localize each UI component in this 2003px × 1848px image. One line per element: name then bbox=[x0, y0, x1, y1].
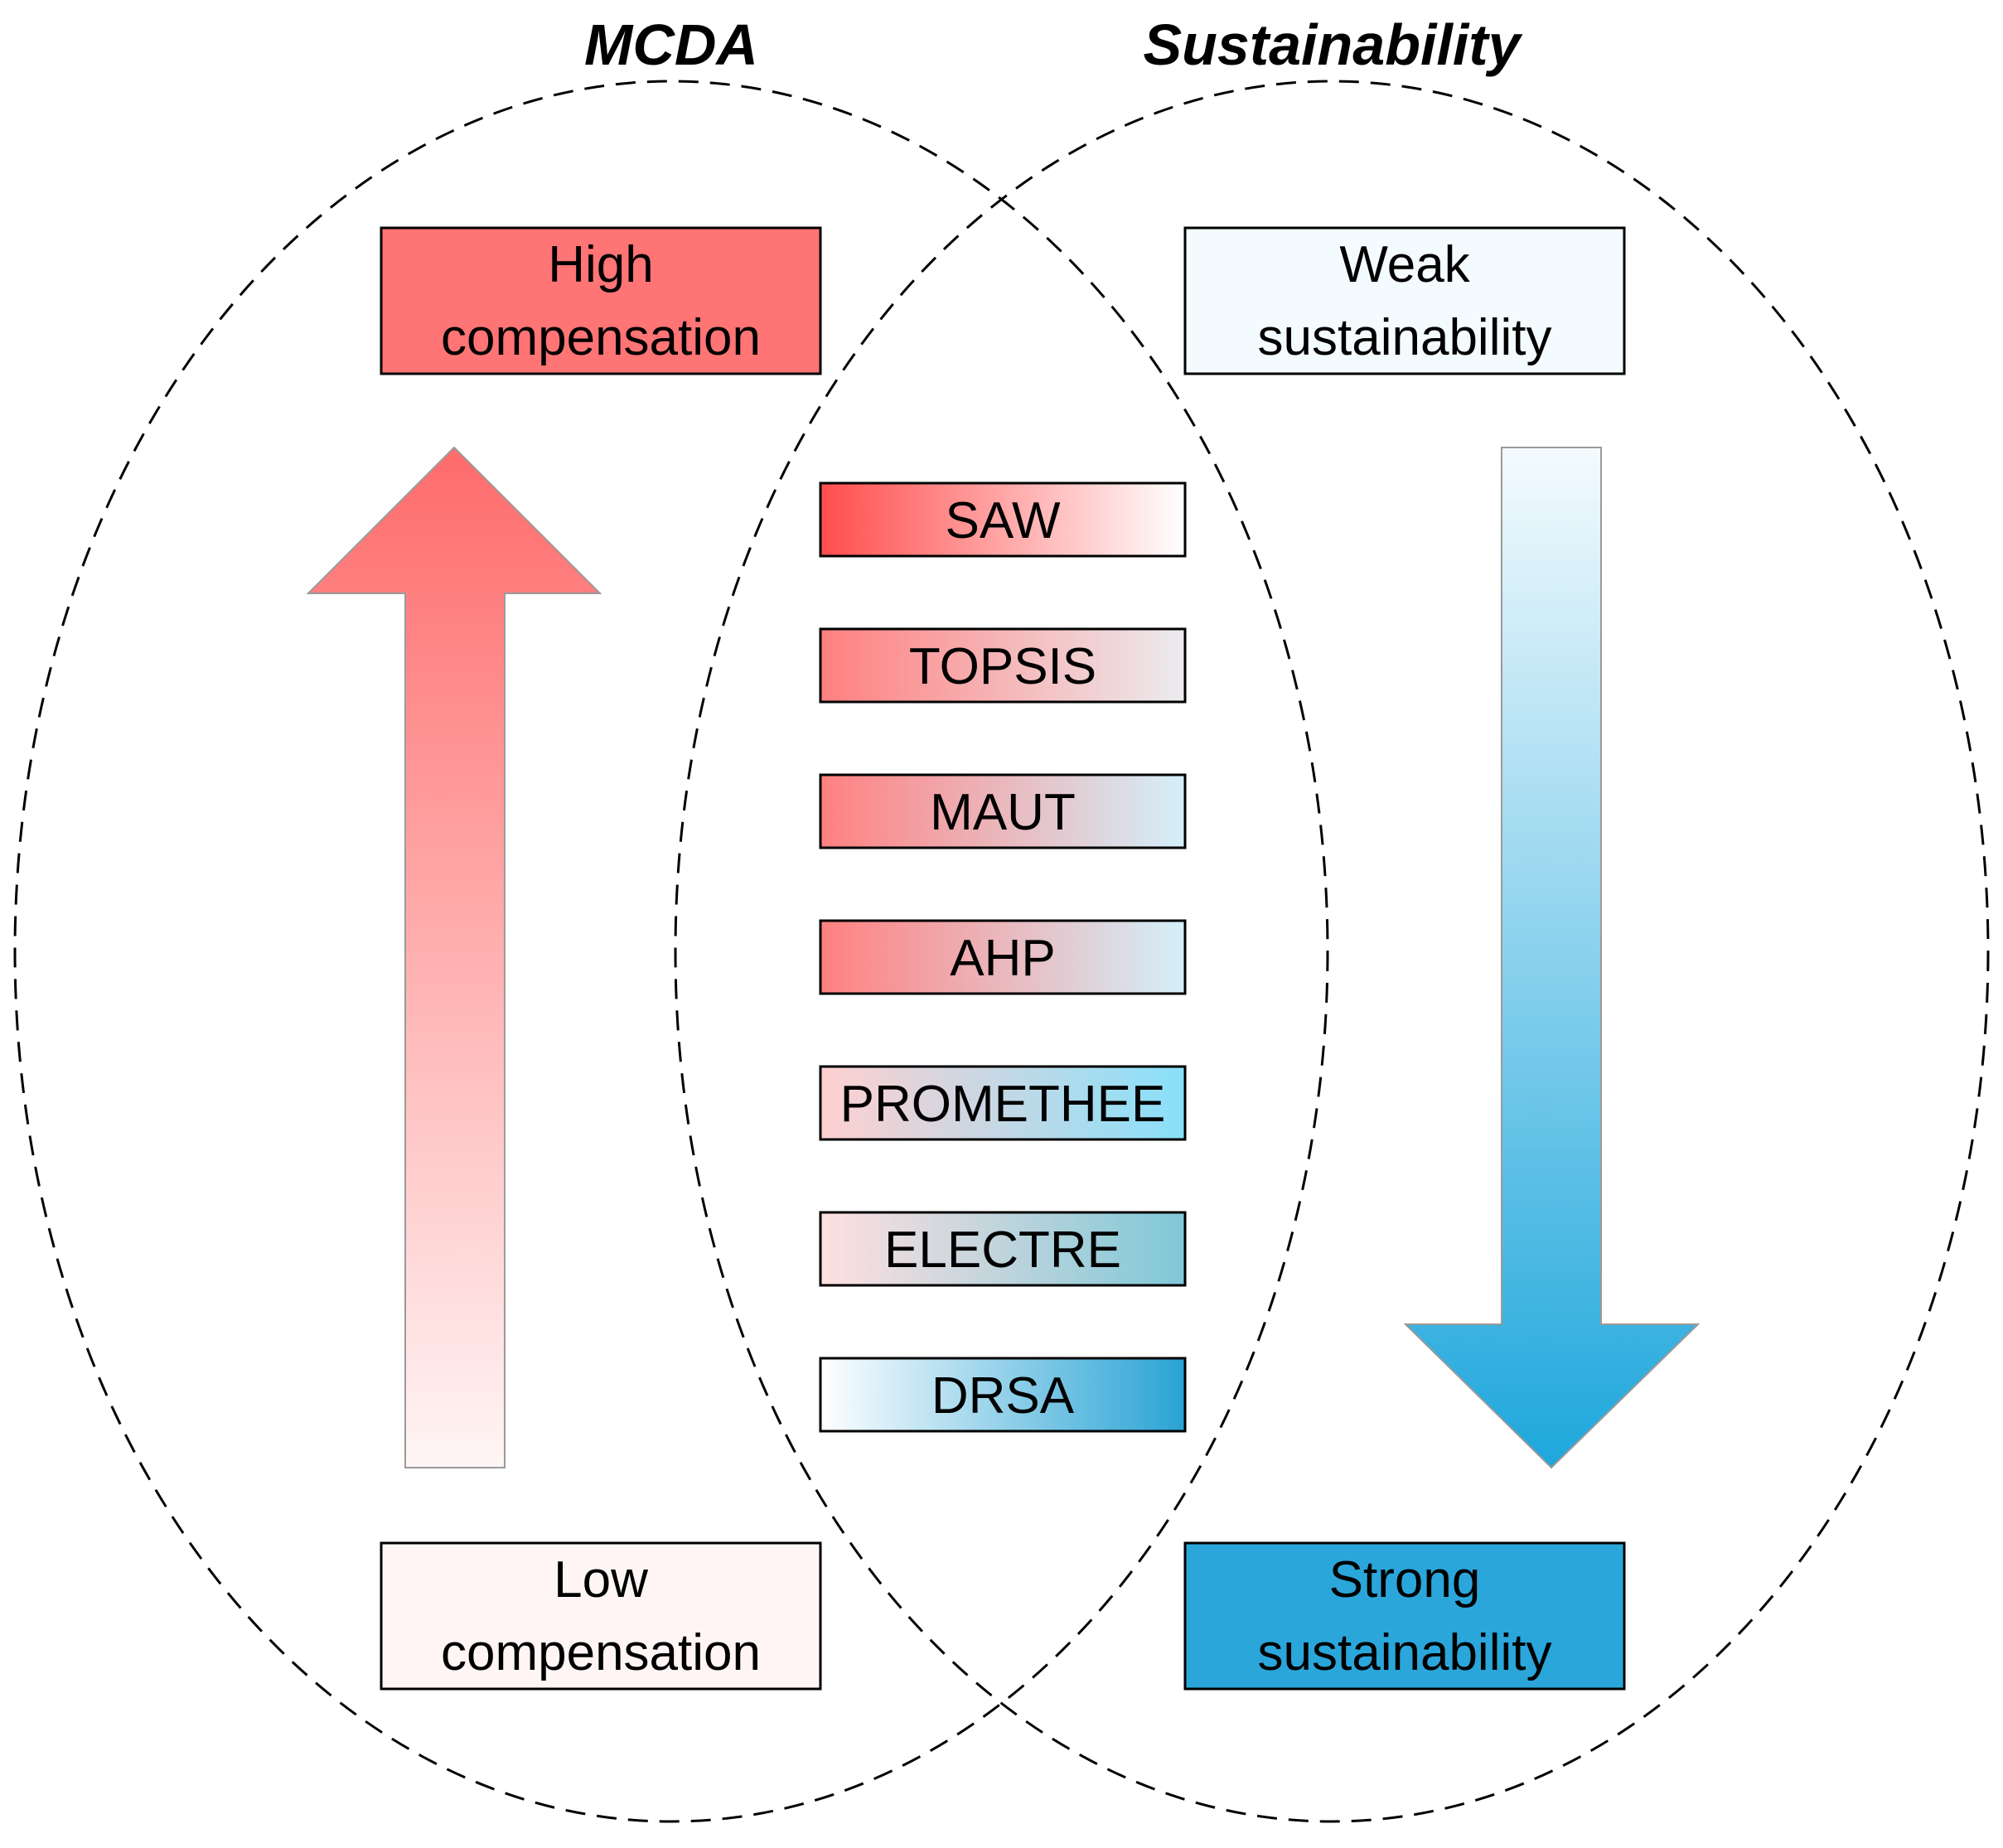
weak-sustainability-box bbox=[1183, 226, 1626, 375]
method-box-saw bbox=[819, 481, 1187, 558]
high-compensation-label-line2: compensation bbox=[441, 309, 761, 366]
weak-sustainability-label-line2: sustainability bbox=[1258, 309, 1552, 366]
sustainability-set-ellipse bbox=[674, 80, 1990, 1823]
method-label-electre: ELECTRE bbox=[884, 1222, 1121, 1279]
mcda-method-list: SAW TOPSIS MAUT AHP PROMETHEE ELECTRE DRSA bbox=[819, 481, 1187, 1433]
method-item-ahp: AHP bbox=[819, 919, 1187, 995]
method-label-promethee: PROMETHEE bbox=[840, 1076, 1166, 1133]
method-item-drsa: DRSA bbox=[819, 1357, 1187, 1433]
sustainability-down-arrow bbox=[1403, 447, 1701, 1469]
method-box-maut bbox=[819, 773, 1187, 849]
high-compensation-label-line1: High bbox=[548, 236, 654, 293]
compensation-up-arrow bbox=[306, 446, 602, 1468]
strong-sustainability-box bbox=[1183, 1541, 1626, 1691]
low-compensation-box bbox=[380, 1541, 822, 1691]
method-box-ahp bbox=[819, 919, 1187, 995]
low-compensation-label-line1: Low bbox=[554, 1551, 648, 1609]
low-compensation-label-line2: compensation bbox=[441, 1624, 761, 1681]
strong-sustainability-label-line2: sustainability bbox=[1258, 1624, 1552, 1681]
method-item-electre: ELECTRE bbox=[819, 1211, 1187, 1287]
method-label-maut: MAUT bbox=[930, 784, 1076, 841]
sustainability-set-title: Sustainability bbox=[1143, 12, 1522, 77]
method-box-topsis bbox=[819, 627, 1187, 704]
method-item-promethee: PROMETHEE bbox=[819, 1065, 1187, 1141]
weak-sustainability-label-line1: Weak bbox=[1339, 236, 1470, 293]
high-compensation-box bbox=[380, 226, 822, 375]
method-label-topsis: TOPSIS bbox=[909, 638, 1096, 695]
method-label-ahp: AHP bbox=[950, 930, 1055, 987]
strong-sustainability-label-line1: Strong bbox=[1329, 1551, 1481, 1609]
method-label-drsa: DRSA bbox=[931, 1367, 1075, 1425]
method-label-saw: SAW bbox=[946, 492, 1061, 549]
method-item-maut: MAUT bbox=[819, 773, 1187, 849]
method-box-promethee bbox=[819, 1065, 1187, 1141]
method-item-saw: SAW bbox=[819, 481, 1187, 558]
method-item-topsis: TOPSIS bbox=[819, 627, 1187, 704]
mcda-set-ellipse bbox=[13, 80, 1329, 1823]
method-box-drsa bbox=[819, 1357, 1187, 1433]
method-box-electre bbox=[819, 1211, 1187, 1287]
mcda-set-title: MCDA bbox=[584, 12, 758, 77]
